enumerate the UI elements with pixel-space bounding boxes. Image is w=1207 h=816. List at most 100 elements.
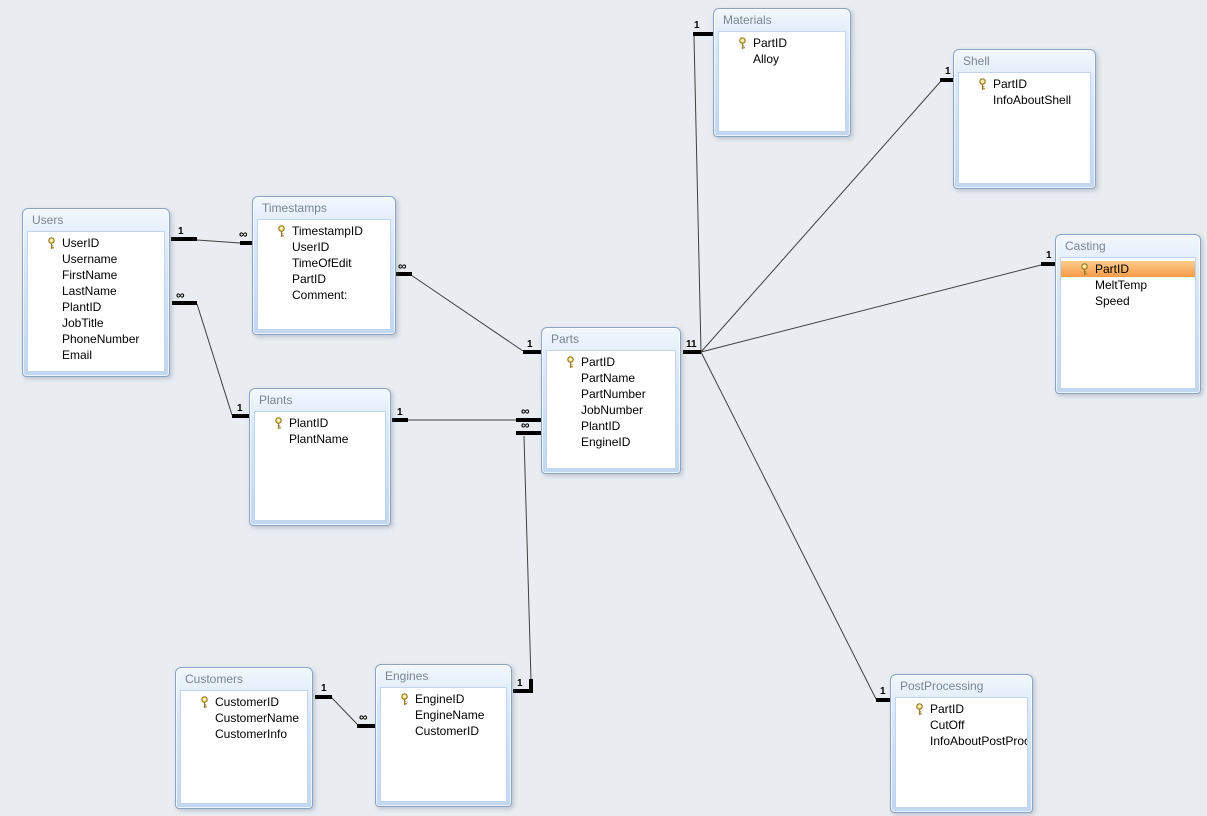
table-postprocessing-fields: PartID CutOff InfoAboutPostProc: [895, 697, 1028, 808]
field-name: PlantID: [62, 300, 102, 314]
field-partid[interactable]: PartID: [896, 701, 1027, 717]
field-name: Comment:: [292, 288, 348, 302]
field-partname[interactable]: PartName: [547, 370, 675, 386]
field-partid[interactable]: PartID: [258, 271, 390, 287]
field-melttemp[interactable]: MeltTemp: [1061, 277, 1195, 293]
field-plantid[interactable]: PlantID: [255, 415, 385, 431]
field-partid[interactable]: PartID: [959, 76, 1090, 92]
field-infoaboutpostproc[interactable]: InfoAboutPostProc: [896, 733, 1027, 749]
table-title: Customers: [185, 672, 244, 686]
field-comment[interactable]: Comment:: [258, 287, 390, 303]
table-plants-titlebar[interactable]: Plants: [250, 389, 390, 411]
field-name: PartName: [581, 371, 636, 385]
table-customers[interactable]: Customers CustomerID CustomerName Custom…: [175, 667, 313, 809]
table-parts-titlebar[interactable]: Parts: [542, 328, 680, 350]
cardinality-label: ∞: [239, 227, 248, 241]
field-enginename[interactable]: EngineName: [381, 707, 506, 723]
cardinality-label: 1: [517, 678, 523, 689]
table-customers-fields: CustomerID CustomerName CustomerInfo: [180, 690, 308, 804]
table-title: Parts: [551, 332, 580, 346]
field-name: LastName: [62, 284, 117, 298]
field-username[interactable]: Username: [28, 251, 164, 267]
table-materials[interactable]: Materials PartID Alloy: [713, 8, 851, 137]
field-name: UserID: [62, 236, 100, 250]
field-partid[interactable]: PartID: [547, 354, 675, 370]
field-name: PartID: [993, 77, 1028, 91]
field-name: PartNumber: [581, 387, 646, 401]
field-infoaboutshell[interactable]: InfoAboutShell: [959, 92, 1090, 108]
field-customerid[interactable]: CustomerID: [181, 694, 307, 710]
table-casting-fields: PartID MeltTemp Speed: [1060, 257, 1196, 389]
field-speed[interactable]: Speed: [1061, 293, 1195, 309]
field-customerid[interactable]: CustomerID: [381, 723, 506, 739]
field-partid-selected[interactable]: PartID: [1061, 261, 1195, 277]
primary-key-icon: [978, 77, 991, 91]
cardinality-label: 1: [1046, 250, 1052, 261]
field-name: PartID: [1095, 262, 1130, 276]
table-users-fields: UserID Username FirstName LastName Plant…: [27, 231, 165, 372]
field-customername[interactable]: CustomerName: [181, 710, 307, 726]
field-userid[interactable]: UserID: [28, 235, 164, 251]
table-casting[interactable]: Casting PartID MeltTemp Speed: [1055, 234, 1201, 394]
table-plants[interactable]: Plants PlantID PlantName: [249, 388, 391, 526]
table-materials-fields: PartID Alloy: [718, 31, 846, 132]
field-name: Username: [62, 252, 118, 266]
field-name: CutOff: [930, 718, 965, 732]
field-name: PhoneNumber: [62, 332, 140, 346]
cardinality-label: 11: [686, 339, 697, 350]
field-phonenumber[interactable]: PhoneNumber: [28, 331, 164, 347]
table-timestamps-fields: TimestampID UserID TimeOfEdit PartID Com…: [257, 219, 391, 330]
field-partid[interactable]: PartID: [719, 35, 845, 51]
field-plantid[interactable]: PlantID: [28, 299, 164, 315]
table-title: Users: [32, 213, 64, 227]
table-shell-titlebar[interactable]: Shell: [954, 50, 1095, 72]
table-postprocessing-titlebar[interactable]: PostProcessing: [891, 675, 1032, 697]
field-engineid[interactable]: EngineID: [547, 434, 675, 450]
field-name: PlantID: [581, 419, 621, 433]
field-customerinfo[interactable]: CustomerInfo: [181, 726, 307, 742]
table-title: Plants: [259, 393, 293, 407]
field-cutoff[interactable]: CutOff: [896, 717, 1027, 733]
table-engines[interactable]: Engines EngineID EngineName CustomerID: [375, 664, 512, 807]
table-shell[interactable]: Shell PartID InfoAboutShell: [953, 49, 1096, 189]
field-engineid[interactable]: EngineID: [381, 691, 506, 707]
field-timestampid[interactable]: TimestampID: [258, 223, 390, 239]
field-firstname[interactable]: FirstName: [28, 267, 164, 283]
field-plantid[interactable]: PlantID: [547, 418, 675, 434]
field-name: PlantName: [289, 432, 349, 446]
field-jobnumber[interactable]: JobNumber: [547, 402, 675, 418]
table-plants-fields: PlantID PlantName: [254, 411, 386, 521]
table-users-titlebar[interactable]: Users: [23, 209, 169, 231]
field-name: EngineID: [581, 435, 631, 449]
field-partnumber[interactable]: PartNumber: [547, 386, 675, 402]
primary-key-icon: [200, 695, 213, 709]
field-lastname[interactable]: LastName: [28, 283, 164, 299]
field-plantname[interactable]: PlantName: [255, 431, 385, 447]
table-engines-titlebar[interactable]: Engines: [376, 665, 511, 687]
field-jobtitle[interactable]: JobTitle: [28, 315, 164, 331]
table-postprocessing[interactable]: PostProcessing PartID CutOff InfoAboutPo…: [890, 674, 1033, 813]
cardinality-label: ∞: [521, 404, 530, 418]
table-users[interactable]: Users UserID Username FirstName LastName…: [22, 208, 170, 377]
cardinality-label: ∞: [521, 418, 530, 432]
field-name: PartID: [930, 702, 965, 716]
field-name: PlantID: [289, 416, 329, 430]
table-title: Engines: [385, 669, 429, 683]
table-parts[interactable]: Parts PartID PartName PartNumber JobNumb…: [541, 327, 681, 474]
table-casting-titlebar[interactable]: Casting: [1056, 235, 1200, 257]
field-name: PartID: [292, 272, 327, 286]
table-title: Shell: [963, 54, 990, 68]
field-email[interactable]: Email: [28, 347, 164, 363]
field-alloy[interactable]: Alloy: [719, 51, 845, 67]
table-materials-titlebar[interactable]: Materials: [714, 9, 850, 31]
field-userid[interactable]: UserID: [258, 239, 390, 255]
field-name: UserID: [292, 240, 330, 254]
primary-key-icon: [1080, 262, 1093, 276]
primary-key-icon: [274, 416, 287, 430]
table-timestamps[interactable]: Timestamps TimestampID UserID TimeOfEdit…: [252, 196, 396, 335]
field-name: Email: [62, 348, 93, 362]
field-timeofedit[interactable]: TimeOfEdit: [258, 255, 390, 271]
table-timestamps-titlebar[interactable]: Timestamps: [253, 197, 395, 219]
table-customers-titlebar[interactable]: Customers: [176, 668, 312, 690]
